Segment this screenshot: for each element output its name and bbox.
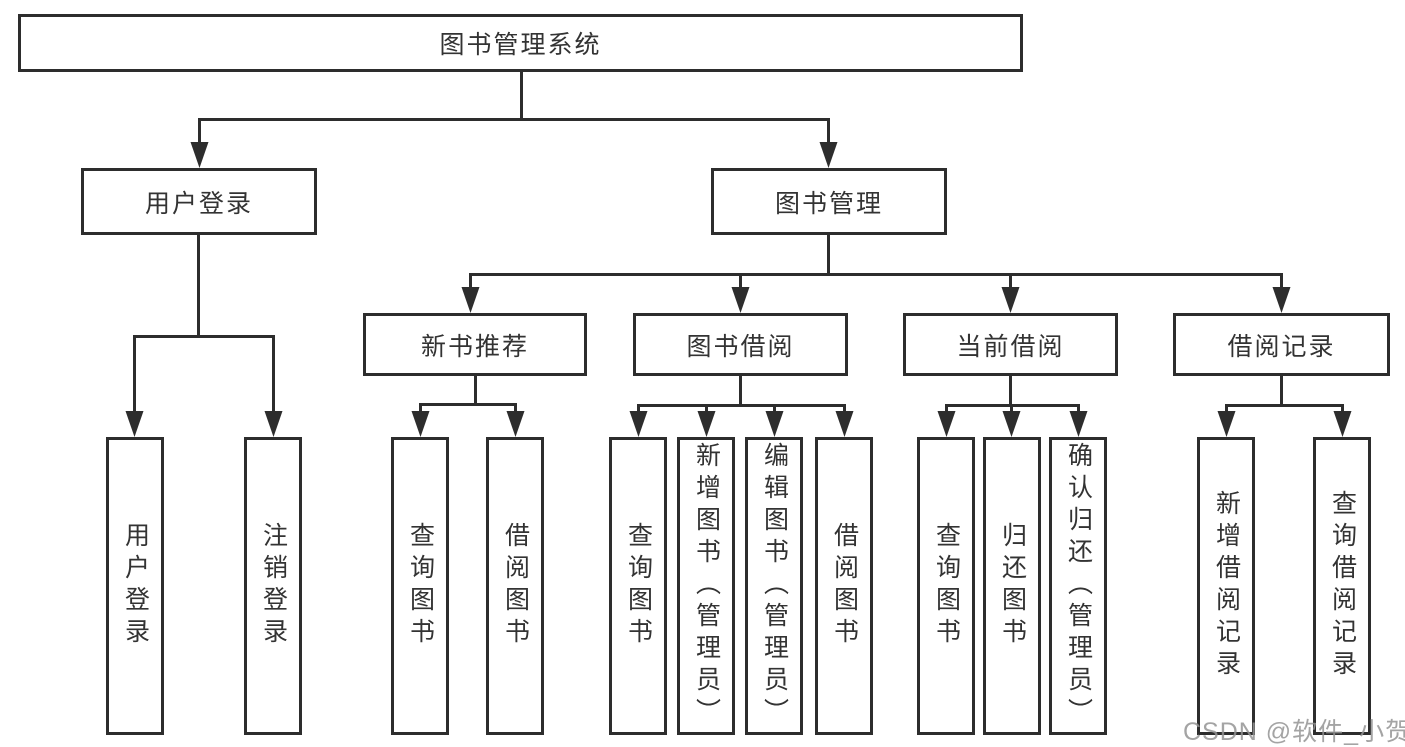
leaf-add-borrow-record: 新增借阅记录 (1197, 437, 1255, 735)
node-root: 图书管理系统 (18, 14, 1023, 72)
node-borrowing-records: 借阅记录 (1173, 313, 1390, 376)
leaf-user-login: 用户登录 (106, 437, 164, 735)
leaf-query-borrow-record: 查询借阅记录 (1313, 437, 1371, 735)
leaf-logout: 注销登录 (244, 437, 302, 735)
csdn-watermark: CSDN @软件_小贺同学 (1183, 718, 1405, 746)
leaf-borrow-books: 借阅图书 (815, 437, 873, 735)
node-current-borrowing: 当前借阅 (903, 313, 1118, 376)
leaf-edit-books-admin: 编辑图书（管理员） (745, 437, 803, 735)
node-new-book-recommend: 新书推荐 (363, 313, 587, 376)
node-book-borrowing: 图书借阅 (633, 313, 848, 376)
node-book-management: 图书管理 (711, 168, 947, 235)
leaf-confirm-return-admin: 确认归还（管理员） (1049, 437, 1107, 735)
leaf-query-books-recommend: 查询图书 (391, 437, 449, 735)
leaf-return-books: 归还图书 (983, 437, 1041, 735)
leaf-borrow-books-recommend: 借阅图书 (486, 437, 544, 735)
node-user-login: 用户登录 (81, 168, 317, 235)
leaf-query-books-current: 查询图书 (917, 437, 975, 735)
leaf-query-books-borrowing: 查询图书 (609, 437, 667, 735)
leaf-add-books-admin: 新增图书（管理员） (677, 437, 735, 735)
